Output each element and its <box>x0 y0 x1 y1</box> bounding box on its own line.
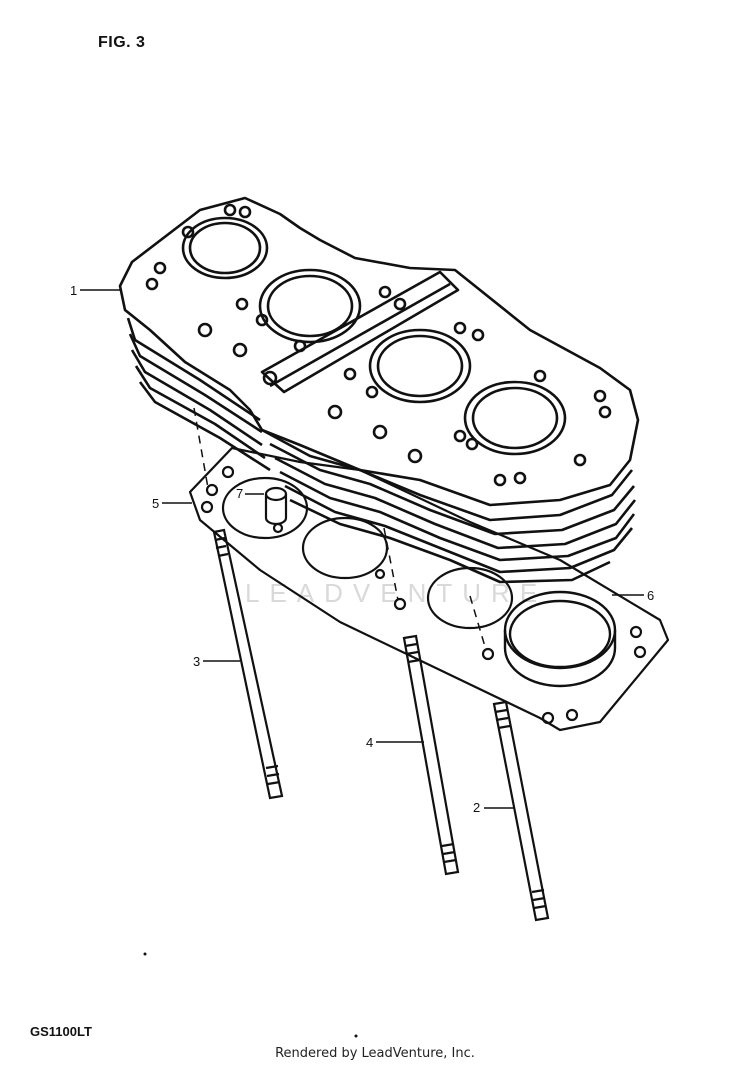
base-gasket <box>188 446 670 732</box>
callout-1: 1 <box>70 283 120 298</box>
callout-4: 4 <box>366 735 424 750</box>
svg-text:6: 6 <box>647 588 654 603</box>
stray-dot <box>143 952 147 956</box>
figure-label: FIG. 3 <box>98 34 146 51</box>
callouts: 1 5 7 6 3 4 2 <box>70 283 654 815</box>
footer-credit: Rendered by LeadVenture, Inc. <box>275 1046 475 1061</box>
callout-7: 7 <box>236 486 264 501</box>
svg-text:2: 2 <box>473 800 480 815</box>
dowel-pin <box>264 486 288 526</box>
svg-text:5: 5 <box>152 496 159 511</box>
callout-3: 3 <box>193 654 240 669</box>
svg-text:1: 1 <box>70 283 77 298</box>
stud-left <box>212 528 284 800</box>
svg-text:4: 4 <box>366 735 373 750</box>
o-ring <box>503 590 617 688</box>
stud-long <box>492 700 550 922</box>
stud-middle <box>402 634 460 876</box>
alignment-lines <box>193 407 487 651</box>
model-code: GS1100LT <box>30 1024 92 1039</box>
svg-text:7: 7 <box>236 486 243 501</box>
callout-5: 5 <box>152 496 192 511</box>
cylinder-block <box>118 196 640 584</box>
callout-6: 6 <box>612 588 654 603</box>
stray-dot <box>354 1034 358 1038</box>
svg-text:3: 3 <box>193 654 200 669</box>
callout-2: 2 <box>473 800 514 815</box>
